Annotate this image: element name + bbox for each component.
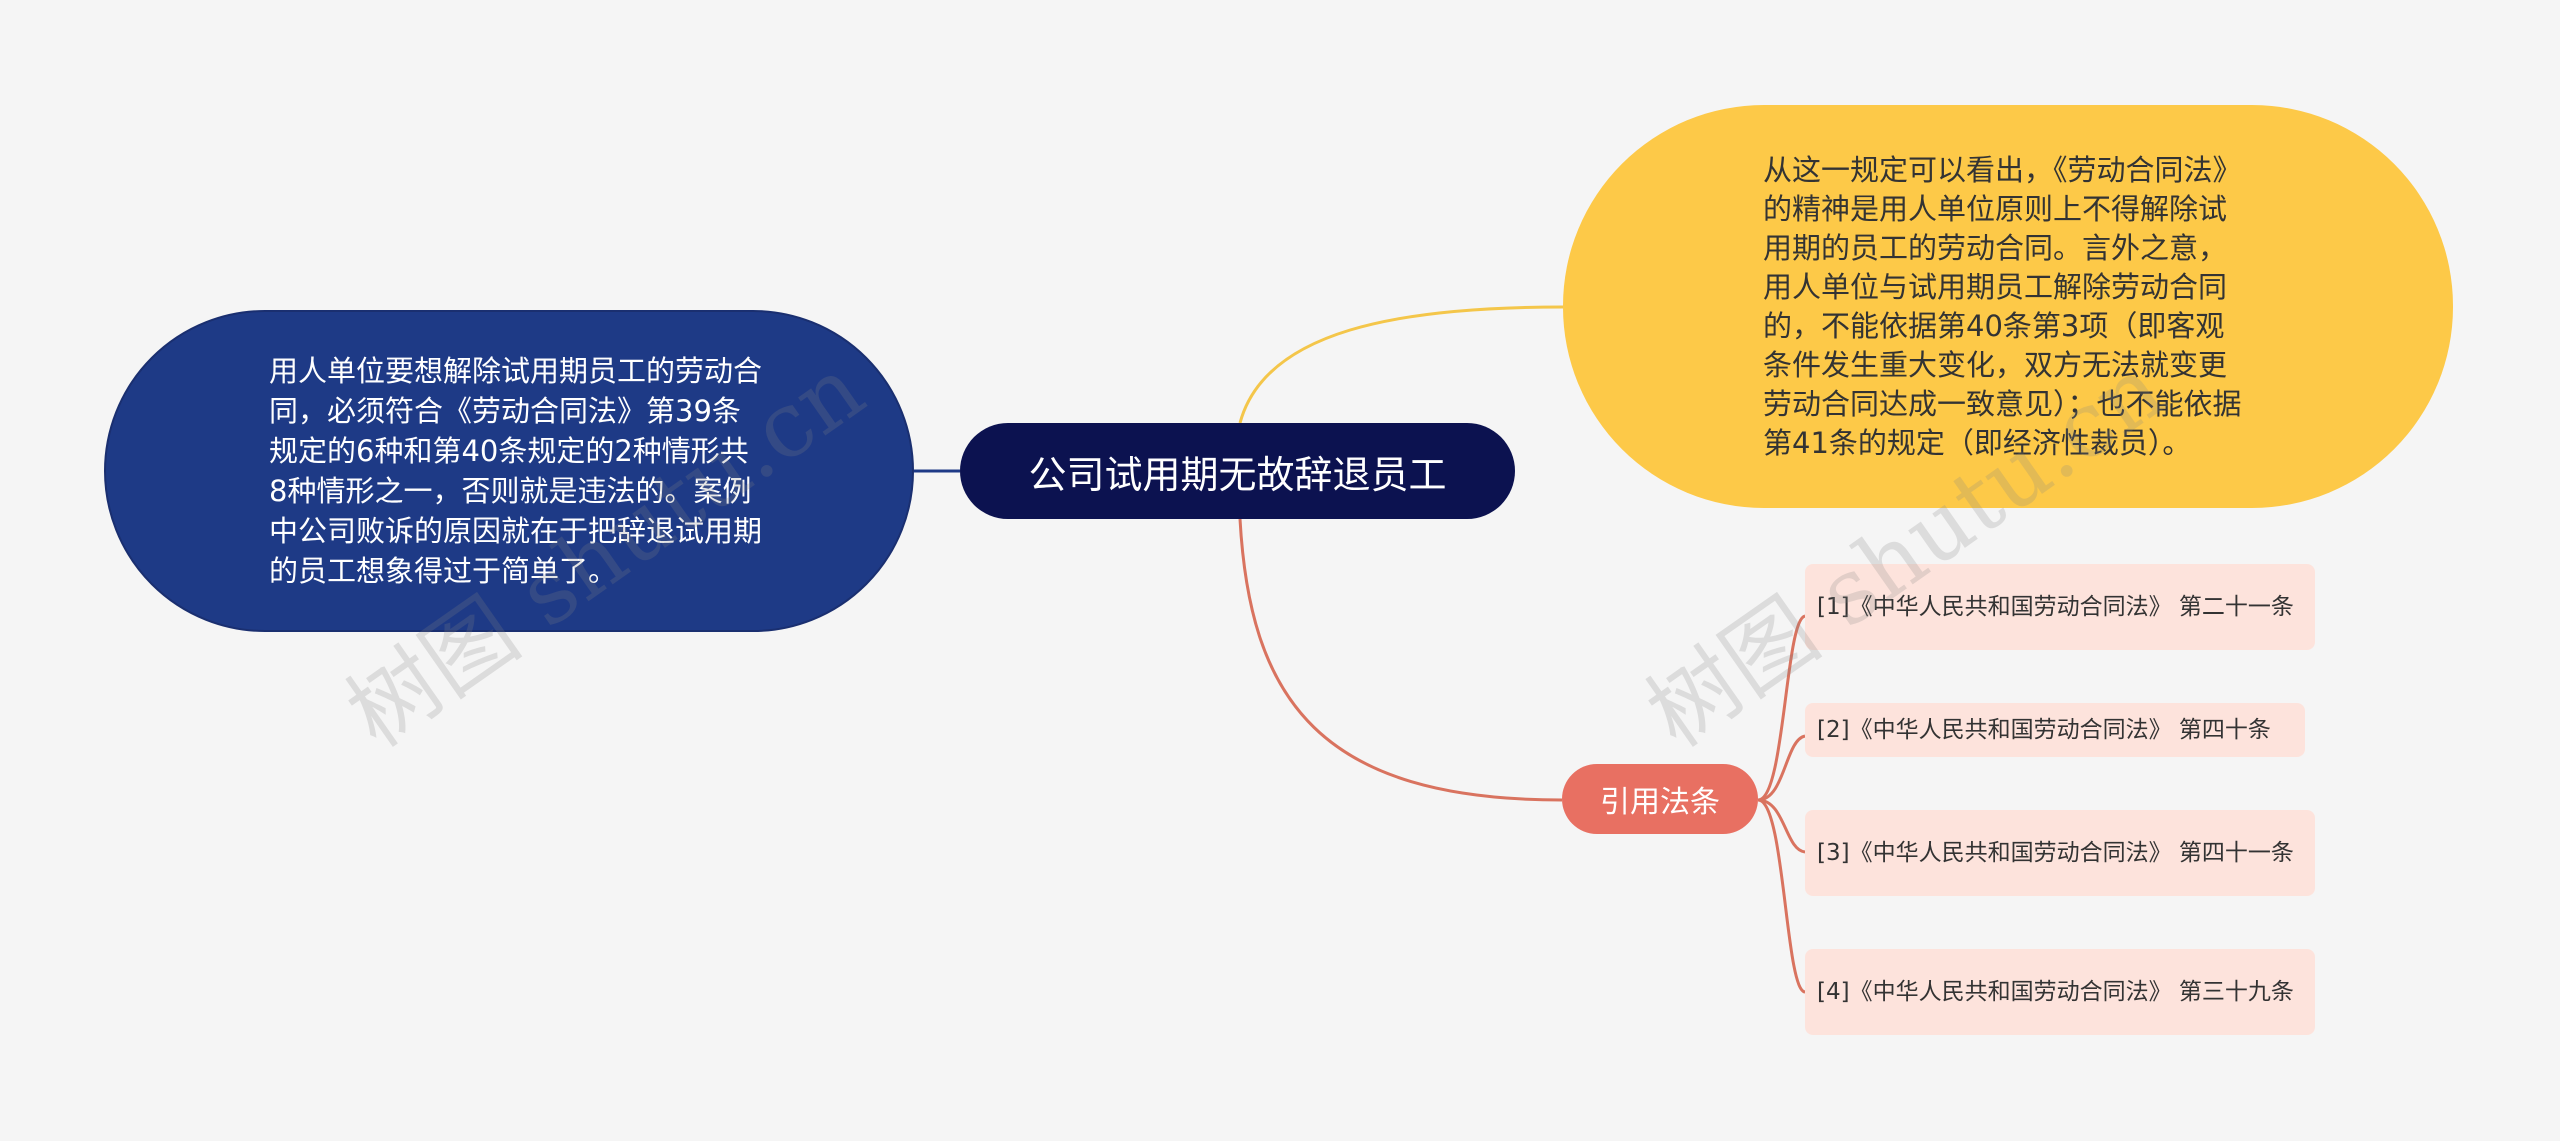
leaf-node-citation-3[interactable]: [3]《中华人民共和国劳动合同法》 第四十一条 xyxy=(1805,810,2315,896)
branch-label: 引用法条 xyxy=(1600,785,1720,820)
left-topic-node[interactable]: 用人单位要想解除试用期员工的劳动合同，必须符合《劳动合同法》第39条规定的6种和… xyxy=(104,310,914,632)
connector-branch-leaf3 xyxy=(1757,798,1806,854)
right-topic-node[interactable]: 从这一规定可以看出，《劳动合同法》的精神是用人单位原则上不得解除试用期的员工的劳… xyxy=(1563,105,2453,508)
connector-branch-leaf1 xyxy=(1757,614,1806,802)
leaf-text: [4]《中华人民共和国劳动合同法》 第三十九条 xyxy=(1817,979,2294,1005)
branch-node-citations[interactable]: 引用法条 xyxy=(1562,764,1758,834)
leaf-node-citation-1[interactable]: [1]《中华人民共和国劳动合同法》 第二十一条 xyxy=(1805,564,2315,650)
leaf-node-citation-4[interactable]: [4]《中华人民共和国劳动合同法》 第三十九条 xyxy=(1805,949,2315,1035)
central-topic-text: 公司试用期无故辞退员工 xyxy=(1028,452,1447,497)
connector-central-branch xyxy=(1238,518,1563,802)
connector-central-right xyxy=(1238,305,1564,424)
connector-branch-leaf4 xyxy=(1757,798,1806,994)
leaf-text: [1]《中华人民共和国劳动合同法》 第二十一条 xyxy=(1817,594,2294,620)
right-topic-text: 从这一规定可以看出，《劳动合同法》的精神是用人单位原则上不得解除试用期的员工的劳… xyxy=(1763,152,2242,460)
leaf-node-citation-2[interactable]: [2]《中华人民共和国劳动合同法》 第四十条 xyxy=(1805,703,2305,757)
connector-branch-leaf2 xyxy=(1757,734,1806,802)
leaf-text: [3]《中华人民共和国劳动合同法》 第四十一条 xyxy=(1817,840,2294,866)
leaf-text: [2]《中华人民共和国劳动合同法》 第四十条 xyxy=(1817,717,2271,743)
left-topic-text: 用人单位要想解除试用期员工的劳动合同，必须符合《劳动合同法》第39条规定的6种和… xyxy=(269,354,763,588)
central-topic-node[interactable]: 公司试用期无故辞退员工 xyxy=(960,423,1515,519)
